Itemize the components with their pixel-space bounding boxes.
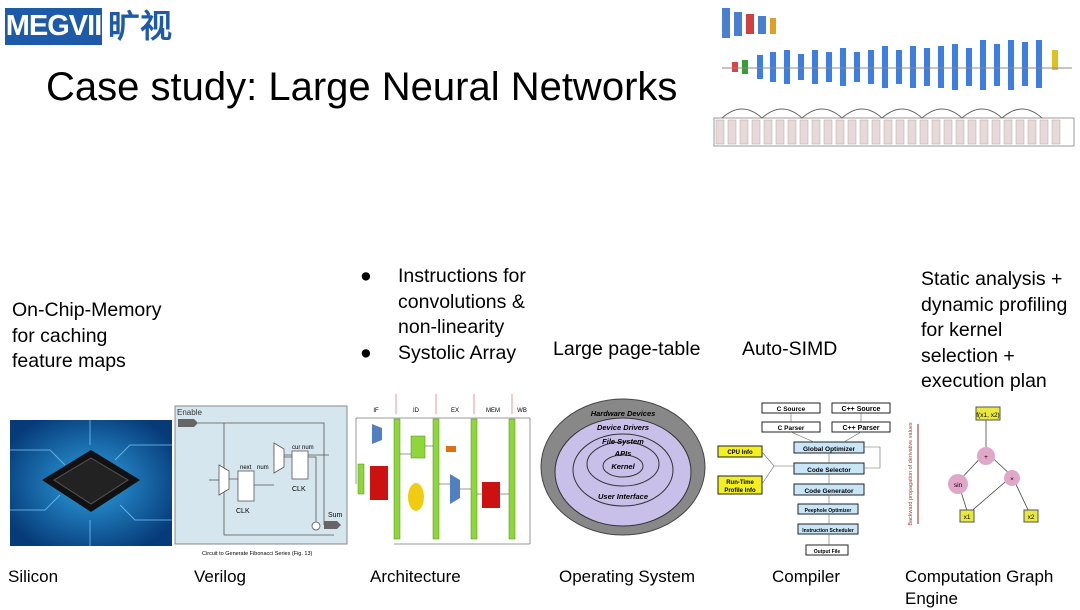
enable-label: Enable [177,408,202,417]
os-layer-label: File System [602,437,644,446]
figure-caption: Circuit to Generate Fibonacci Series (Fi… [202,551,313,557]
next-label: next [240,465,252,471]
root-node: f(x1, x2) [976,412,999,419]
sum-label: Sum [328,512,343,519]
global-optimizer-box: Global Optimizer [803,446,855,453]
axis-label: Backward propagation of derivative value… [908,422,914,526]
x1-node: x1 [964,514,971,521]
os-layer-label: APIs [614,449,632,458]
network-architectures-image [713,8,1075,147]
caption-architecture: Architecture [370,567,461,586]
caption-verilog: Verilog [194,567,246,586]
scheduler-box: Instruction Scheduler [802,528,853,534]
caption-silicon: Silicon [8,567,59,586]
times-node: × [1010,476,1014,483]
stage-label: EX [451,408,459,414]
clk-label: CLK [236,508,250,515]
computation-graph-image: Backward propagation of derivative value… [908,406,1039,526]
caption-compiler: Compiler [772,567,841,586]
bullet-icon: ● [360,265,372,287]
peephole-box: Peephole Optimizer [805,508,852,514]
stage-label: MEM [486,408,500,414]
os-layer-label: Kernel [611,462,635,471]
cur-num-label: cur num [292,445,314,451]
plus-node: + [984,454,988,461]
caption-os: Operating System [559,567,696,586]
os-layer-label: User Interface [598,492,648,501]
os-heading: Large page-table [553,338,701,360]
slide-title: Case study: Large Neural Networks [46,65,678,109]
c-parser-box: C Parser [778,425,805,432]
clk-label: CLK [292,486,306,493]
compiler-heading: Auto-SIMD [742,338,838,360]
megvii-logo: MEGVII [5,8,102,45]
bullet-text: Systolic Array [398,341,517,364]
sin-node: sin [954,482,963,489]
output-file-box: Output File [814,549,841,555]
bullet-icon: ● [360,341,372,364]
chip-image [10,420,172,546]
os-layer-label: Hardware Devices [591,409,656,418]
code-generator-box: Code Generator [804,488,854,495]
heading-line: for kernel [921,319,1003,341]
compiler-flow-image: C Source C++ Source C Parser C++ Parser … [717,402,891,556]
verilog-circuit-image: Enable Sum next num cur num CLK CLK Circ… [174,405,348,557]
caption-graph-engine: Computation Graph Engine [905,567,1054,608]
cpp-parser-box: C++ Parser [843,425,880,432]
cpu-info-box: CPU Info [727,450,753,456]
stage-label: IF [373,408,379,414]
bullet-text: Instructions for convolutions & non-line… [398,265,526,338]
heading-line: feature maps [12,350,126,372]
architecture-bullets: ● Instructions for convolutions & non-lin… [360,264,550,366]
os-layers-image: Hardware Devices Device Drivers File Sys… [540,398,706,536]
code-selector-box: Code Selector [807,467,851,474]
pipeline-architecture-image: IF ID EX MEM WB [355,394,531,545]
stage-label: WB [517,408,527,414]
silicon-heading: On-Chip-Memory for caching feature maps [12,298,162,375]
heading-line: Static analysis + [921,268,1063,290]
runtime-profile-box: Run-Time [726,480,754,486]
c-source-box: C Source [777,406,806,413]
heading-line: execution plan [921,370,1047,392]
heading-line: for caching [12,324,108,347]
heading-line: selection + [921,344,1015,367]
runtime-profile-box: Profile Info [724,488,756,494]
x2-node: x2 [1028,514,1035,521]
os-layer-label: Device Drivers [597,423,649,432]
heading-line: On-Chip-Memory [12,299,162,321]
megvii-logo-cn: 旷视 [108,8,173,44]
graph-heading: Static analysis + dynamic profiling for … [921,267,1067,395]
cpp-source-box: C++ Source [842,406,881,413]
num-label: num [257,465,269,471]
stage-label: ID [413,408,420,414]
heading-line: dynamic profiling [921,293,1068,316]
